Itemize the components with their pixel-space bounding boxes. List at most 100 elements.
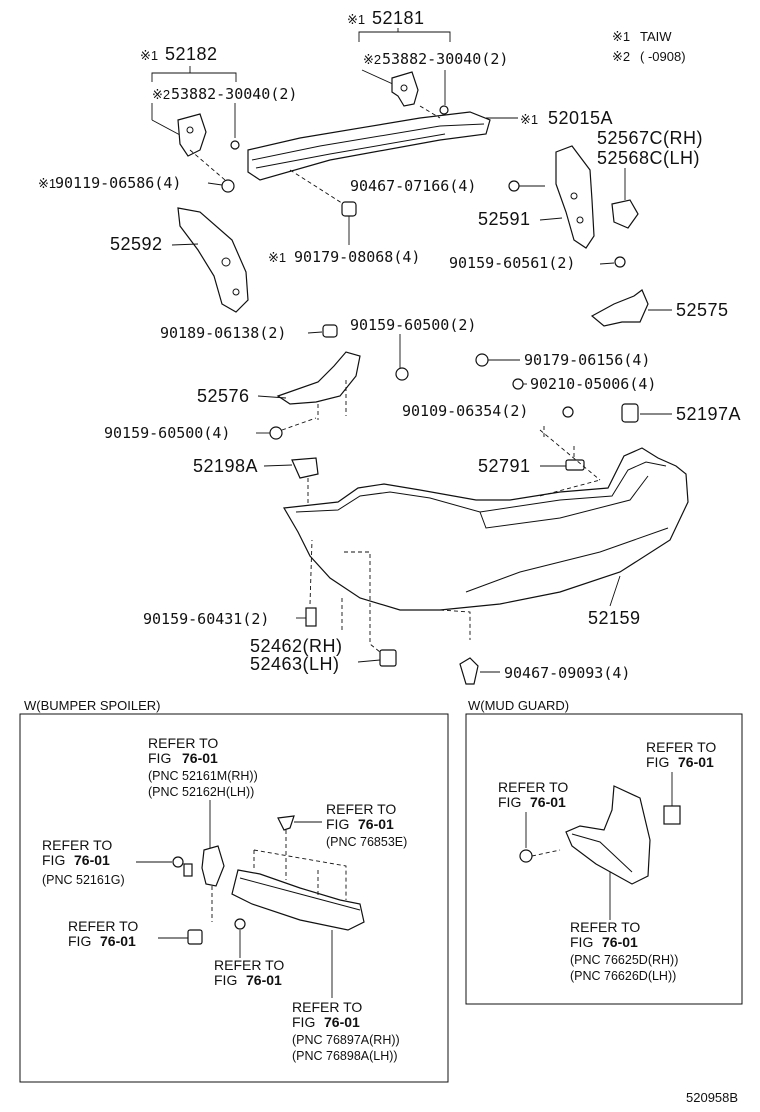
label-90467-07166[interactable]: 90467-07166(4): [350, 177, 476, 195]
mark-52015a: ※1: [520, 112, 538, 127]
mark-52182: ※1: [140, 48, 158, 63]
spoiler-figno-f[interactable]: 76-01: [324, 1014, 360, 1030]
bolt-90159-60500-2: [395, 367, 409, 381]
spoiler-pnc-a2: (PNC 52162H(LH)): [148, 785, 254, 799]
label-52198a[interactable]: 52198A: [193, 456, 258, 476]
mud-figno-b[interactable]: 76-01: [530, 794, 566, 810]
retainer-52591: [555, 145, 595, 249]
spoiler-pnc-d1: (PNC 76897A(RH)): [292, 1033, 400, 1047]
clip-52197a: [621, 403, 639, 423]
mark-90179-08068: ※1: [268, 250, 286, 265]
label-90159-60500-2[interactable]: 90159-60500(2): [350, 316, 476, 334]
clip-90467-07166: [508, 180, 520, 192]
label-90119[interactable]: 90119-06586(4): [55, 174, 181, 192]
mud-bolt: [519, 849, 533, 863]
spoiler-figno-d[interactable]: 76-01: [100, 933, 136, 949]
spoiler-fig-d: FIG: [68, 933, 91, 949]
spoiler-box-title: W(BUMPER SPOILER): [24, 698, 161, 713]
mark-53882-l: ※2: [152, 87, 170, 102]
part-52791: [565, 459, 585, 471]
label-52575[interactable]: 52575: [676, 300, 729, 320]
figure-code: 520958B: [686, 1090, 738, 1105]
mark-53882-r: ※2: [363, 52, 381, 67]
spoiler-pnc-c: (PNC 52161G): [42, 873, 125, 887]
label-90210-05006[interactable]: 90210-05006(4): [530, 375, 656, 393]
label-90109-06354[interactable]: 90109-06354(2): [402, 402, 528, 420]
bracket-52181: [391, 71, 419, 107]
bolt-90109-06354: [562, 406, 574, 418]
clip-90467-09093: [459, 657, 479, 685]
mark-52181: ※1: [347, 12, 365, 27]
label-52197a[interactable]: 52197A: [676, 404, 741, 424]
note1-mark: ※1: [612, 29, 630, 44]
spoiler-figno-a[interactable]: 76-01: [182, 750, 218, 766]
screw-90159-60561: [614, 256, 626, 268]
label-52791[interactable]: 52791: [478, 456, 531, 476]
clip-53882-r: [439, 105, 449, 115]
mark-90119: ※1: [38, 176, 56, 191]
label-90189-06138[interactable]: 90189-06138(2): [160, 324, 286, 342]
spoiler-figno-e[interactable]: 76-01: [246, 972, 282, 988]
mud-figno-a[interactable]: 76-01: [678, 754, 714, 770]
bumper-cover-52159: [283, 447, 689, 611]
spoiler-refer-e: REFER TO: [214, 957, 284, 973]
mud-fig-a: FIG: [646, 754, 669, 770]
washer-90210-05006: [512, 378, 524, 390]
mud-fig-c: FIG: [570, 934, 593, 950]
spoiler-fig-a: FIG: [148, 750, 171, 766]
spoiler-fig-b: FIG: [326, 816, 349, 832]
label-90179-08068[interactable]: 90179-08068(4): [294, 248, 420, 266]
mud-clip-a: [663, 805, 681, 825]
mud-box-title: W(MUD GUARD): [468, 698, 569, 713]
screw-90159-60431: [305, 607, 317, 627]
bolt-90159-60500-4: [269, 426, 283, 440]
spoiler-figno-b[interactable]: 76-01: [358, 816, 394, 832]
mud-box: [465, 713, 743, 1005]
spoiler-fig-f: FIG: [292, 1014, 315, 1030]
spoiler-bolt-c: [172, 856, 184, 868]
mud-refer-c: REFER TO: [570, 919, 640, 935]
label-52567c[interactable]: 52567C(RH): [597, 128, 703, 148]
nut-90179-08068: [341, 201, 357, 217]
spoiler-refer-b: REFER TO: [326, 801, 396, 817]
label-90159-60500-4[interactable]: 90159-60500(4): [104, 424, 230, 442]
label-52463[interactable]: 52463(LH): [250, 654, 340, 674]
reinforcement-52015a: [247, 111, 491, 181]
label-53882-l[interactable]: 53882-30040(2): [171, 85, 297, 103]
label-52591[interactable]: 52591: [478, 209, 531, 229]
spoiler-fig-e: FIG: [214, 972, 237, 988]
label-90179-06156[interactable]: 90179-06156(4): [524, 351, 650, 369]
bolt-90119: [221, 179, 235, 193]
label-52159[interactable]: 52159: [588, 608, 641, 628]
mud-refer-a: REFER TO: [646, 739, 716, 755]
label-52568c[interactable]: 52568C(LH): [597, 148, 700, 168]
bracket-52182: [177, 113, 207, 157]
label-90159-60561[interactable]: 90159-60561(2): [449, 254, 575, 272]
bracket-52575: [590, 289, 649, 327]
bracket-52567c: [611, 199, 639, 229]
retainer-52592: [177, 207, 249, 313]
note1-text: TAIW: [640, 29, 672, 44]
label-52592[interactable]: 52592: [110, 234, 163, 254]
label-53882-r[interactable]: 53882-30040(2): [382, 50, 508, 68]
label-52576[interactable]: 52576: [197, 386, 250, 406]
spoiler-refer-d: REFER TO: [68, 918, 138, 934]
spoiler-screw-e: [234, 918, 246, 930]
spoiler-fig-c: FIG: [42, 852, 65, 868]
label-90467-09093[interactable]: 90467-09093(4): [504, 664, 630, 682]
clip-90189-06138: [322, 324, 338, 338]
spoiler-figno-c[interactable]: 76-01: [74, 852, 110, 868]
spoiler-clip-d: [187, 929, 203, 945]
mud-pnc-2: (PNC 76626D(LH)): [570, 969, 676, 983]
label-52182[interactable]: 52182: [165, 44, 218, 64]
mud-figno-c[interactable]: 76-01: [602, 934, 638, 950]
clip-53882-l: [230, 140, 240, 150]
clip-52198a: [291, 457, 319, 479]
label-52015a[interactable]: 52015A: [548, 108, 613, 128]
spoiler-box: [19, 713, 449, 1083]
label-52181[interactable]: 52181: [372, 8, 425, 28]
note2-text: ( -0908): [640, 49, 686, 64]
label-52462[interactable]: 52462(RH): [250, 636, 343, 656]
label-90159-60431[interactable]: 90159-60431(2): [143, 610, 269, 628]
